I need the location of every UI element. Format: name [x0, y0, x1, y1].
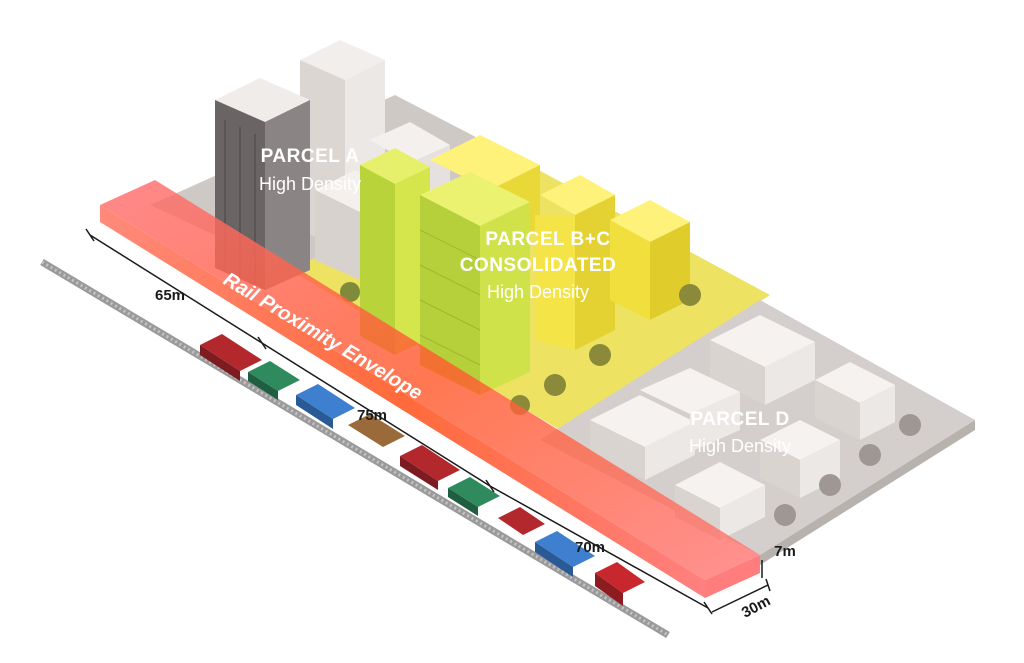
parcel-d-title: PARCEL D	[690, 409, 789, 430]
parcel-a-title: PARCEL A	[261, 146, 360, 167]
dimension-lines	[85, 228, 771, 615]
parcel-bc-consolidated: CONSOLIDATED	[460, 255, 617, 276]
dimension-70m: 70m	[575, 539, 605, 556]
dimension-75m: 75m	[357, 407, 387, 424]
parcel-d-density: High Density	[689, 436, 791, 456]
parcel-bc-title: PARCEL B+C	[485, 229, 610, 250]
parcel-bc-density: High Density	[487, 282, 589, 302]
dimension-7m: 7m	[774, 543, 796, 560]
freight-train	[200, 334, 645, 606]
parcel-bc-buildings	[360, 135, 690, 395]
rail-track	[40, 258, 670, 639]
parcel-d-buildings	[590, 315, 895, 540]
trees	[340, 282, 921, 526]
parcel-a-density: High Density	[259, 174, 361, 194]
rail-proximity-envelope	[100, 180, 760, 598]
dimension-65m: 65m	[155, 287, 185, 304]
parcel-d-ground-edge	[760, 420, 975, 565]
